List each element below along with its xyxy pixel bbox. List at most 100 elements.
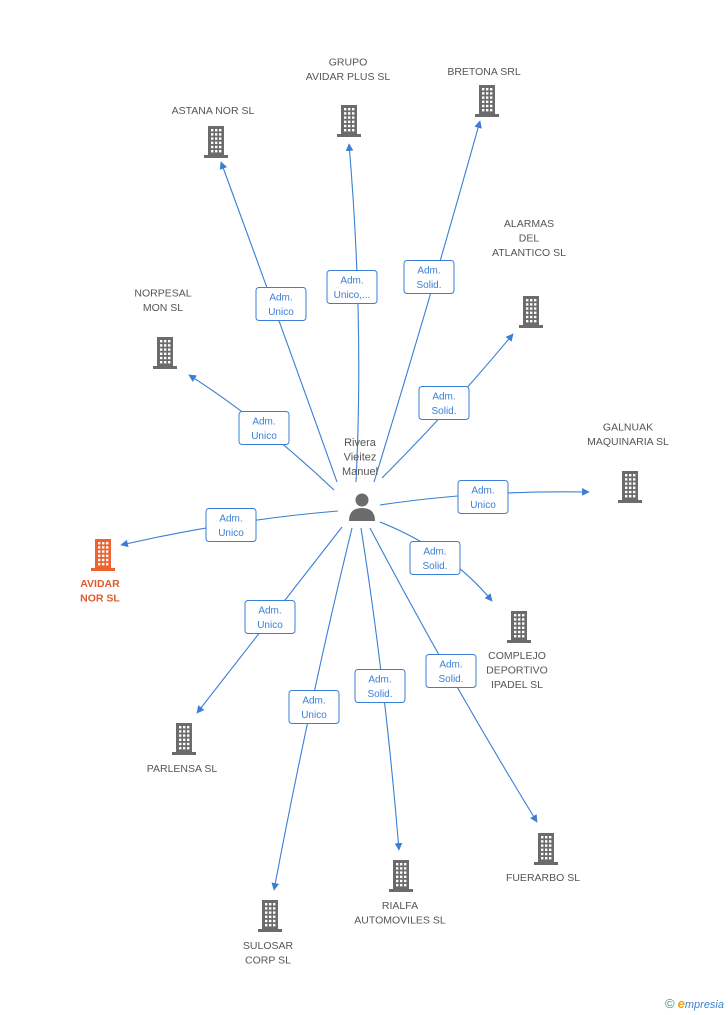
company-node-fuerarbo[interactable]: FUERARBO SL [506,833,580,884]
building-window [633,490,636,494]
edge-fuerarbo[interactable]: Adm. Solid. [369,527,538,823]
building-window [273,903,276,906]
building-icon[interactable] [534,833,558,865]
building-window [625,486,628,489]
edge-alarmas[interactable]: Adm.Solid. [381,333,514,479]
relation-badge[interactable]: Adm.Solid. [418,386,470,420]
company-node-astana[interactable]: ASTANA NOR SL [172,105,255,158]
relation-label: Adm. [368,675,391,686]
node-label-line: DEPORTIVO [486,665,548,677]
building-window [518,622,521,625]
building-window [215,137,218,140]
relation-badge[interactable]: Adm.Unico [255,287,307,321]
building-window [269,907,272,910]
relation-badge[interactable]: Adm.Solid. [403,260,455,294]
node-label-line: CORP SL [245,955,291,967]
relation-badge[interactable]: Adm.Unico [238,411,290,445]
relation-badge[interactable]: Adm.Unico [288,690,340,724]
building-window [352,124,355,128]
building-icon[interactable] [337,105,361,137]
building-icon[interactable] [258,900,282,932]
building-icon[interactable] [91,539,115,571]
building-window [396,884,399,887]
building-window [106,546,109,549]
edge-sulosar[interactable]: Adm.Unico [271,527,353,891]
relation-badge[interactable]: Adm.Unico [457,480,509,514]
company-node-bretona[interactable]: BRETONA SRL [447,66,521,117]
building-window [541,848,544,851]
building-window [400,867,403,870]
building-window [102,558,105,562]
building-icon[interactable] [172,723,196,755]
edge-avidar[interactable]: Adm.Unico [120,508,339,548]
building-icon[interactable] [475,85,499,117]
node-label-line: AUTOMOVILES SL [354,915,446,927]
building-window [211,145,214,149]
building-icon[interactable] [519,296,543,328]
building-window [215,141,218,144]
building-icon[interactable] [389,860,413,892]
company-node-parlensa[interactable]: PARLENSA SL [147,723,218,775]
edge-complejo[interactable]: Adm.Solid. [379,521,493,602]
building-window [545,844,548,847]
edge-galnuak[interactable]: Adm.Unico [379,480,590,514]
edge-parlensa[interactable]: Adm.Unico [196,526,343,714]
building-window [160,361,163,364]
badge-box [288,690,340,724]
relation-label: Adm. [269,293,292,304]
edge-norpesal[interactable]: Adm.Unico [188,374,335,491]
building-base [172,752,196,755]
building-window [522,618,525,621]
building-icon[interactable] [618,471,642,503]
building-window [269,915,272,918]
building-window [526,307,529,310]
edge-bretona[interactable]: Adm.Solid. [373,120,482,483]
person-icon[interactable] [349,493,375,522]
relation-badge[interactable]: Adm.Solid. [425,654,477,688]
building-window [633,495,636,498]
building-window [102,554,105,557]
building-window [490,88,493,91]
edge-astana[interactable]: Adm.Unico [219,161,338,483]
relation-badge[interactable]: Adm.Solid. [409,541,461,575]
relation-badge[interactable]: Adm.Solid. [354,669,406,703]
relation-label: Solid. [422,561,447,572]
building-icon[interactable] [507,611,531,643]
building-window [400,863,403,866]
edges-layer: Adm.UnicoAdm.Unico,...Adm.Solid.Adm.Soli… [120,120,590,891]
building-window [348,112,351,115]
edge-grupo[interactable]: Adm.Unico,... [326,143,378,483]
relation-badge[interactable]: Adm.Unico [244,600,296,634]
building-window [404,871,407,874]
node-label-line: DEL [519,233,540,245]
building-window [102,550,105,553]
building-base [389,889,413,892]
building-window [514,614,517,617]
building-window [486,92,489,95]
building-icon[interactable] [153,337,177,369]
building-window [352,112,355,115]
building-window [534,303,537,306]
building-base [519,325,543,328]
building-window [522,635,525,638]
brand-logo[interactable]: © empresia [665,996,724,1011]
edge-rialfa[interactable]: Adm.Solid. [354,527,406,851]
building-window [219,133,222,136]
relation-badge[interactable]: Adm.Unico,... [326,270,378,304]
building-icon[interactable] [204,126,228,158]
building-window [179,742,182,746]
relation-badge[interactable]: Adm.Unico [205,508,257,542]
building-base [91,568,115,571]
badge-box [403,260,455,294]
building-window [273,924,276,927]
